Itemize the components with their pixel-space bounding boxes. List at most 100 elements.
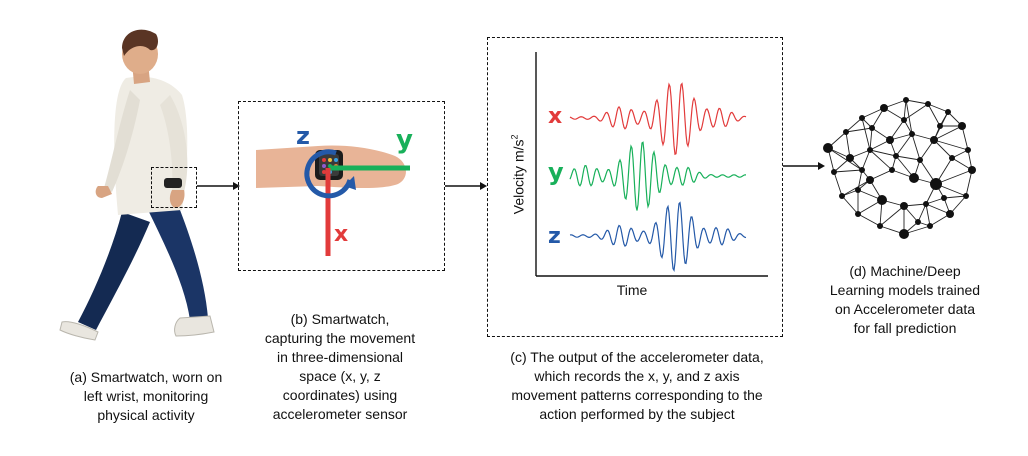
network-node (886, 136, 894, 144)
network-edge (905, 99, 929, 105)
network-edge (833, 169, 863, 173)
network-node (839, 193, 845, 199)
network-node (965, 147, 971, 153)
network-node (831, 169, 837, 175)
network-node (941, 195, 947, 201)
waveform-y (569, 141, 747, 211)
network-node (880, 104, 888, 112)
network-edge (857, 213, 881, 227)
rotation-arrow-icon (304, 149, 353, 199)
network-edge (869, 169, 893, 181)
series-label-x: x (548, 104, 563, 129)
network-edge (925, 203, 931, 227)
network-node (867, 147, 873, 153)
series-label-z: z (548, 224, 561, 249)
network-node (945, 109, 951, 115)
waveform-z (569, 201, 747, 272)
network-edge (869, 127, 873, 151)
network-node (855, 211, 861, 217)
network-node (909, 131, 915, 137)
network-edge (927, 103, 949, 113)
axis-z-label: z (296, 122, 310, 150)
panel-c-box (487, 37, 783, 337)
network-edge (919, 139, 935, 161)
network-node (893, 153, 899, 159)
network-node (963, 193, 969, 199)
network-node (949, 155, 955, 161)
network-node (877, 195, 887, 205)
caption-a: (a) Smartwatch, worn on left wrist, moni… (69, 369, 223, 423)
network-node (909, 173, 919, 183)
network-edge (895, 155, 921, 161)
network-node (823, 143, 833, 153)
network-node (877, 223, 883, 229)
network-node (855, 187, 861, 193)
network-edge (933, 139, 953, 159)
network-edge (943, 195, 967, 199)
network-node (846, 154, 854, 162)
network-edge (933, 139, 969, 151)
network-edge (889, 119, 905, 141)
network-node (958, 122, 966, 130)
network-node (930, 178, 942, 190)
wrist-highlight-box (151, 167, 197, 208)
series-label-y: y (548, 158, 564, 186)
network-edge (927, 103, 941, 127)
network-edge (841, 195, 859, 215)
network-node (915, 219, 921, 225)
network-node (869, 125, 875, 131)
caption-c: (c) The output of the accelerometer data… (510, 349, 764, 422)
network-node (866, 176, 874, 184)
network-edge (857, 169, 863, 191)
network-node (968, 166, 976, 174)
network-edge (933, 125, 963, 141)
network-node (937, 123, 943, 129)
network-edge (925, 197, 945, 205)
network-node (923, 201, 929, 207)
network-edge (917, 203, 927, 223)
network-edge (895, 133, 913, 157)
network-node (917, 157, 923, 163)
network-node (901, 117, 907, 123)
network-node (903, 97, 909, 103)
network-edge (869, 149, 897, 157)
network-edge (961, 125, 969, 151)
network-edge (911, 133, 921, 161)
caption-d: (d) Machine/Deep Learning models trained… (829, 263, 981, 336)
network-edge (903, 99, 907, 121)
caption-b: (b) Smartwatch, capturing the movement i… (264, 311, 416, 422)
axis-x-label: x (334, 222, 349, 247)
network-edge (903, 103, 929, 121)
plot-xlabel: Time (616, 282, 648, 298)
network-node (925, 101, 931, 107)
network-edge (861, 149, 871, 171)
network-node (927, 223, 933, 229)
network-node (930, 136, 938, 144)
network-node (900, 202, 908, 210)
network-node (859, 115, 865, 121)
network-edge (845, 127, 873, 133)
axis-y-label: y (396, 125, 413, 155)
network-node (899, 229, 909, 239)
network-edge (949, 195, 967, 215)
network-edge (845, 131, 851, 159)
waveform-x (569, 82, 747, 156)
network-edge (935, 169, 973, 185)
network-edge (827, 147, 863, 171)
network-edge (861, 107, 885, 119)
network-edge (965, 169, 973, 197)
network-node (946, 210, 954, 218)
network-edge (861, 117, 871, 151)
network-node (843, 129, 849, 135)
network-node (889, 167, 895, 173)
network-edge (869, 149, 893, 171)
network-edge (833, 171, 843, 197)
